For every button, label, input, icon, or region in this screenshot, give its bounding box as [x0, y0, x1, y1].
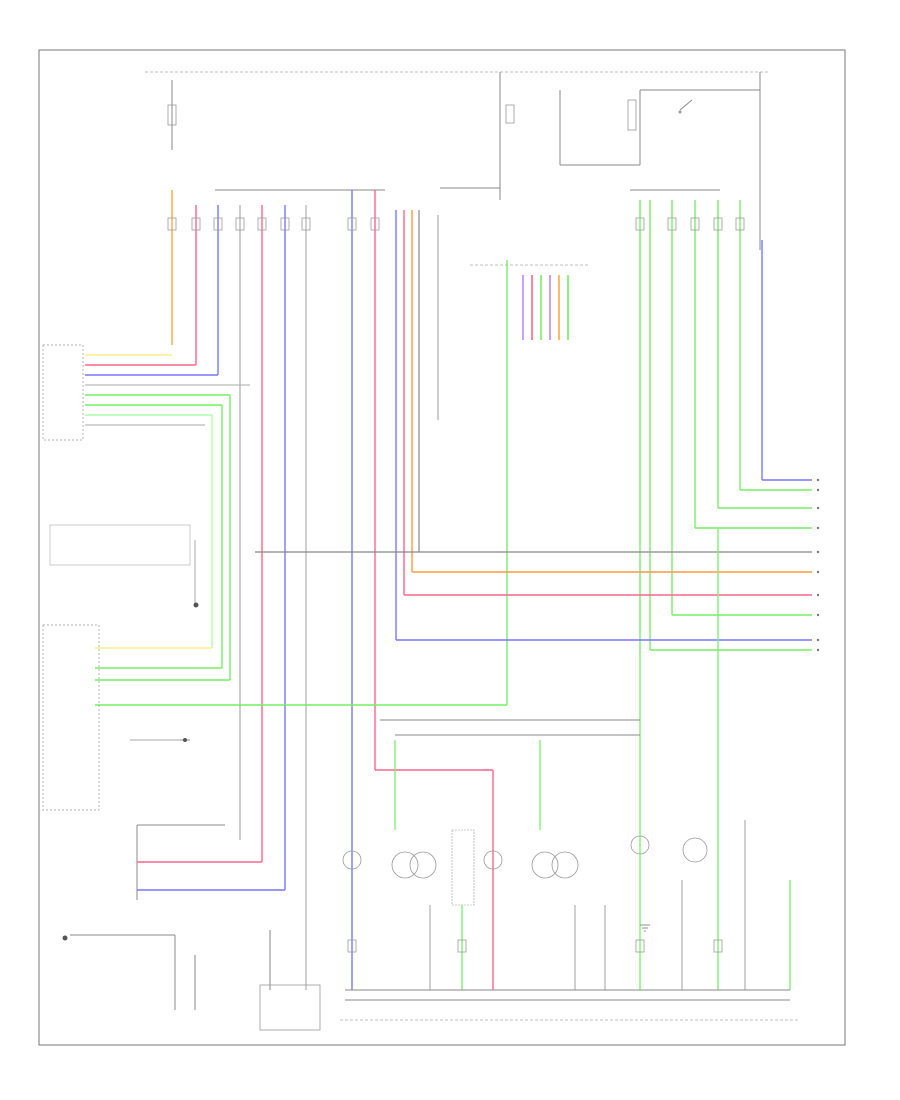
- bulb-icon: [342, 835, 708, 879]
- left-module: [42, 344, 507, 811]
- fuse-icon: [167, 99, 637, 131]
- lower-left-switches: [70, 824, 321, 1031]
- ground-icon: [62, 602, 650, 941]
- ground-bus: [340, 989, 800, 1021]
- right-wires: [255, 200, 812, 990]
- harness-top: [215, 187, 720, 266]
- right-terminals: [816, 478, 820, 652]
- connector-pins: [167, 217, 745, 953]
- top-power-bus: [145, 71, 770, 250]
- lower-lamps: [380, 719, 791, 990]
- diagram-border: [38, 49, 846, 1046]
- connector-block: [522, 275, 569, 340]
- vertical-wires: [171, 190, 508, 990]
- switch-icon: [678, 99, 693, 114]
